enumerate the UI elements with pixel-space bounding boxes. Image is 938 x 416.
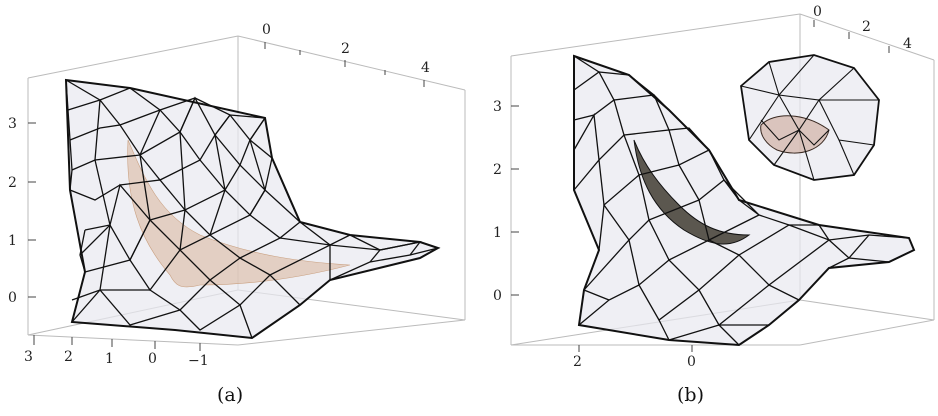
bottom-axis-a: [33, 335, 201, 351]
mesh-plot-b: 3 2 1 0 0 2 4 2 0: [493, 4, 935, 370]
mesh-wireframe-a: [65, 79, 441, 339]
ttick-b-0: 0: [813, 4, 822, 20]
vtick-b-2: 1: [493, 225, 502, 241]
mesh-surface-a: [64, 78, 441, 340]
btick-b-0: 2: [573, 354, 582, 370]
btick-b-1: 0: [687, 354, 696, 370]
btick-a-0: 3: [24, 349, 33, 365]
ttick-a-0: 0: [262, 22, 271, 38]
vtick-b-3: 0: [493, 288, 502, 304]
btick-a-2: 1: [105, 351, 114, 367]
ttick-b-2: 4: [903, 36, 912, 52]
mesh-surface-b: [573, 54, 916, 347]
vertical-axis-b: [511, 105, 519, 296]
top-axis-b: [813, 20, 890, 53]
dense-region-b: [633, 139, 751, 245]
blob-surface-b: [740, 54, 880, 181]
vtick-b-1: 2: [493, 162, 502, 178]
blob-core-b: [760, 115, 830, 154]
mesh-plot-a: 3 2 1 0 0 2 4 3 2 1 0 −1: [8, 22, 466, 369]
vertical-axis-a: [28, 122, 36, 298]
vtick-a-0: 3: [8, 116, 17, 132]
vtick-a-1: 2: [8, 175, 17, 191]
inner-sheet-a: [127, 139, 351, 288]
panel-a: 3 2 1 0 0 2 4 3 2 1 0 −1: [8, 22, 466, 406]
ttick-a-2: 4: [421, 60, 430, 76]
vtick-a-2: 1: [8, 233, 17, 249]
mesh-wireframe-b: [573, 55, 915, 346]
ttick-a-1: 2: [341, 41, 350, 57]
ttick-b-1: 2: [862, 19, 871, 35]
vtick-b-0: 3: [493, 99, 502, 115]
caption-a: (a): [217, 384, 244, 406]
top-axis-a: [264, 42, 425, 87]
btick-a-1: 2: [64, 349, 73, 365]
btick-a-4: −1: [188, 353, 209, 369]
bottom-axis-b: [578, 345, 693, 352]
blob-wireframe-b: [740, 54, 879, 181]
btick-a-3: 0: [148, 351, 157, 367]
panel-b: 3 2 1 0 0 2 4 2 0: [469, 0, 938, 416]
vtick-a-3: 0: [8, 290, 17, 306]
caption-b: (b): [677, 384, 704, 406]
